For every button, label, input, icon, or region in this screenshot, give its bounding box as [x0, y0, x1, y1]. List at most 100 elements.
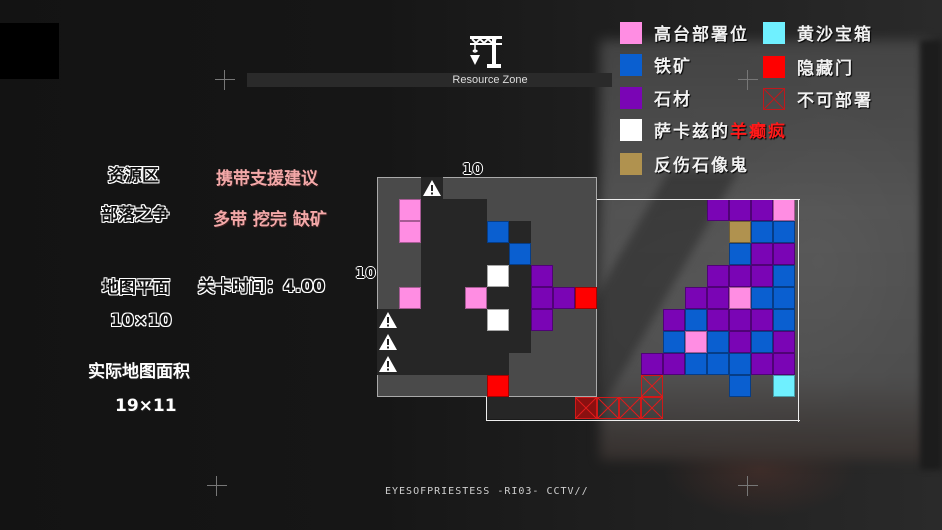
grid-width-label: 10 [462, 160, 483, 178]
blue-tile [663, 331, 685, 353]
purple-tile [751, 265, 773, 287]
blue-tile [729, 353, 751, 375]
ground-path-cell [509, 287, 531, 309]
blue-tile [773, 221, 795, 243]
ground-path-cell [487, 353, 509, 375]
purple-tile [663, 309, 685, 331]
gold-swatch-icon [620, 152, 642, 175]
crosshair-icon [738, 70, 758, 90]
ground-path-cell [509, 221, 531, 243]
purple-tile [751, 199, 773, 221]
ground-path-cell [421, 353, 443, 375]
ground-path-cell [465, 265, 487, 287]
purple-tile [751, 309, 773, 331]
actual-area-outline-left [486, 397, 487, 421]
ground-path-cell [399, 353, 421, 375]
no-deploy-x-icon [574, 396, 598, 420]
no-deploy-x-icon [640, 374, 664, 398]
ground-path-cell [421, 221, 443, 243]
blue-swatch-icon [620, 53, 642, 76]
legend-label: 石材 [654, 90, 692, 110]
ground-path-cell [399, 309, 421, 331]
ground-path-cell [465, 309, 487, 331]
crane-icon [470, 36, 502, 68]
ground-path-cell [443, 221, 465, 243]
legend-label: 不可部署 [797, 91, 873, 111]
white-tile [487, 309, 509, 331]
ground-path-cell [421, 265, 443, 287]
purple-tile [729, 265, 751, 287]
red-tile [487, 375, 509, 397]
title-bar [247, 73, 612, 87]
ground-path-cell [465, 221, 487, 243]
pink-tile [399, 287, 421, 309]
ground-path-cell [443, 287, 465, 309]
stage-name: 部落之争 [101, 205, 169, 225]
blue-tile [751, 221, 773, 243]
purple-tile [531, 309, 553, 331]
map-plane-label: 地图平面 [102, 278, 170, 298]
zone-label: 资源区 [108, 166, 159, 186]
ground-path-cell [465, 199, 487, 221]
warning-icon [377, 309, 399, 331]
purple-tile [531, 287, 553, 309]
blue-tile [707, 331, 729, 353]
x-box-icon [763, 87, 785, 110]
purple-tile [707, 287, 729, 309]
ground-path-cell [421, 243, 443, 265]
blue-tile [707, 353, 729, 375]
ground-path-cell [399, 331, 421, 353]
ground-path-cell [421, 199, 443, 221]
map-plane-size: 10×10 [110, 311, 172, 331]
pink-tile [399, 199, 421, 221]
purple-tile [751, 243, 773, 265]
legend-item-hidden-door: 隐藏门 [763, 54, 854, 79]
legend-label: 反伤石像鬼 [654, 156, 749, 176]
purple-tile [707, 265, 729, 287]
legend-item-stone: 石材 [620, 85, 692, 110]
support-text: 多带 挖完 缺矿 [213, 210, 327, 230]
purple-tile [729, 331, 751, 353]
legend-item-sand-chest: 黄沙宝箱 [763, 20, 873, 45]
cyan-tile [773, 375, 795, 397]
purple-tile [685, 287, 707, 309]
legend-item-sarkaz-enemy: 萨卡兹的羊癫疯 [620, 117, 787, 142]
ground-path-cell [443, 331, 465, 353]
purple-tile [729, 199, 751, 221]
zone-title: Resource Zone [452, 74, 528, 86]
red-tile [575, 287, 597, 309]
white-swatch-icon [620, 118, 642, 141]
ground-path-cell [443, 309, 465, 331]
ground-path-cell [421, 331, 443, 353]
ground-path-cell [509, 397, 531, 419]
grid-height-label: 10 [355, 264, 376, 282]
actual-area-label: 实际地图面积 [88, 362, 190, 382]
no-deploy-x-icon [640, 396, 664, 420]
white-tile [487, 265, 509, 287]
purple-tile [773, 243, 795, 265]
ground-path-cell [531, 397, 553, 419]
actual-area-outline-bottom [486, 420, 800, 421]
ground-path-cell [443, 353, 465, 375]
footer-code: EYESOFPRIESTESS -RI03- CCTV// [385, 486, 589, 497]
legend-item-iron-ore: 铁矿 [620, 52, 692, 77]
blue-tile [773, 287, 795, 309]
ground-path-cell [465, 243, 487, 265]
ground-path-cell [465, 331, 487, 353]
ground-path-cell [421, 309, 443, 331]
pink-tile [773, 199, 795, 221]
no-deploy-x-icon [618, 396, 642, 420]
ground-path-cell [553, 397, 575, 419]
ground-path-cell [487, 331, 509, 353]
purple-tile [531, 265, 553, 287]
legend-label: 高台部署位 [654, 25, 749, 45]
cyan-swatch-icon [763, 21, 785, 44]
blue-tile [773, 265, 795, 287]
pink-tile [729, 287, 751, 309]
ground-path-cell [421, 287, 443, 309]
ground-path-cell [487, 397, 509, 419]
purple-tile [553, 287, 575, 309]
gold-tile [729, 221, 751, 243]
warning-icon [377, 331, 399, 353]
ground-path-cell [509, 309, 531, 331]
